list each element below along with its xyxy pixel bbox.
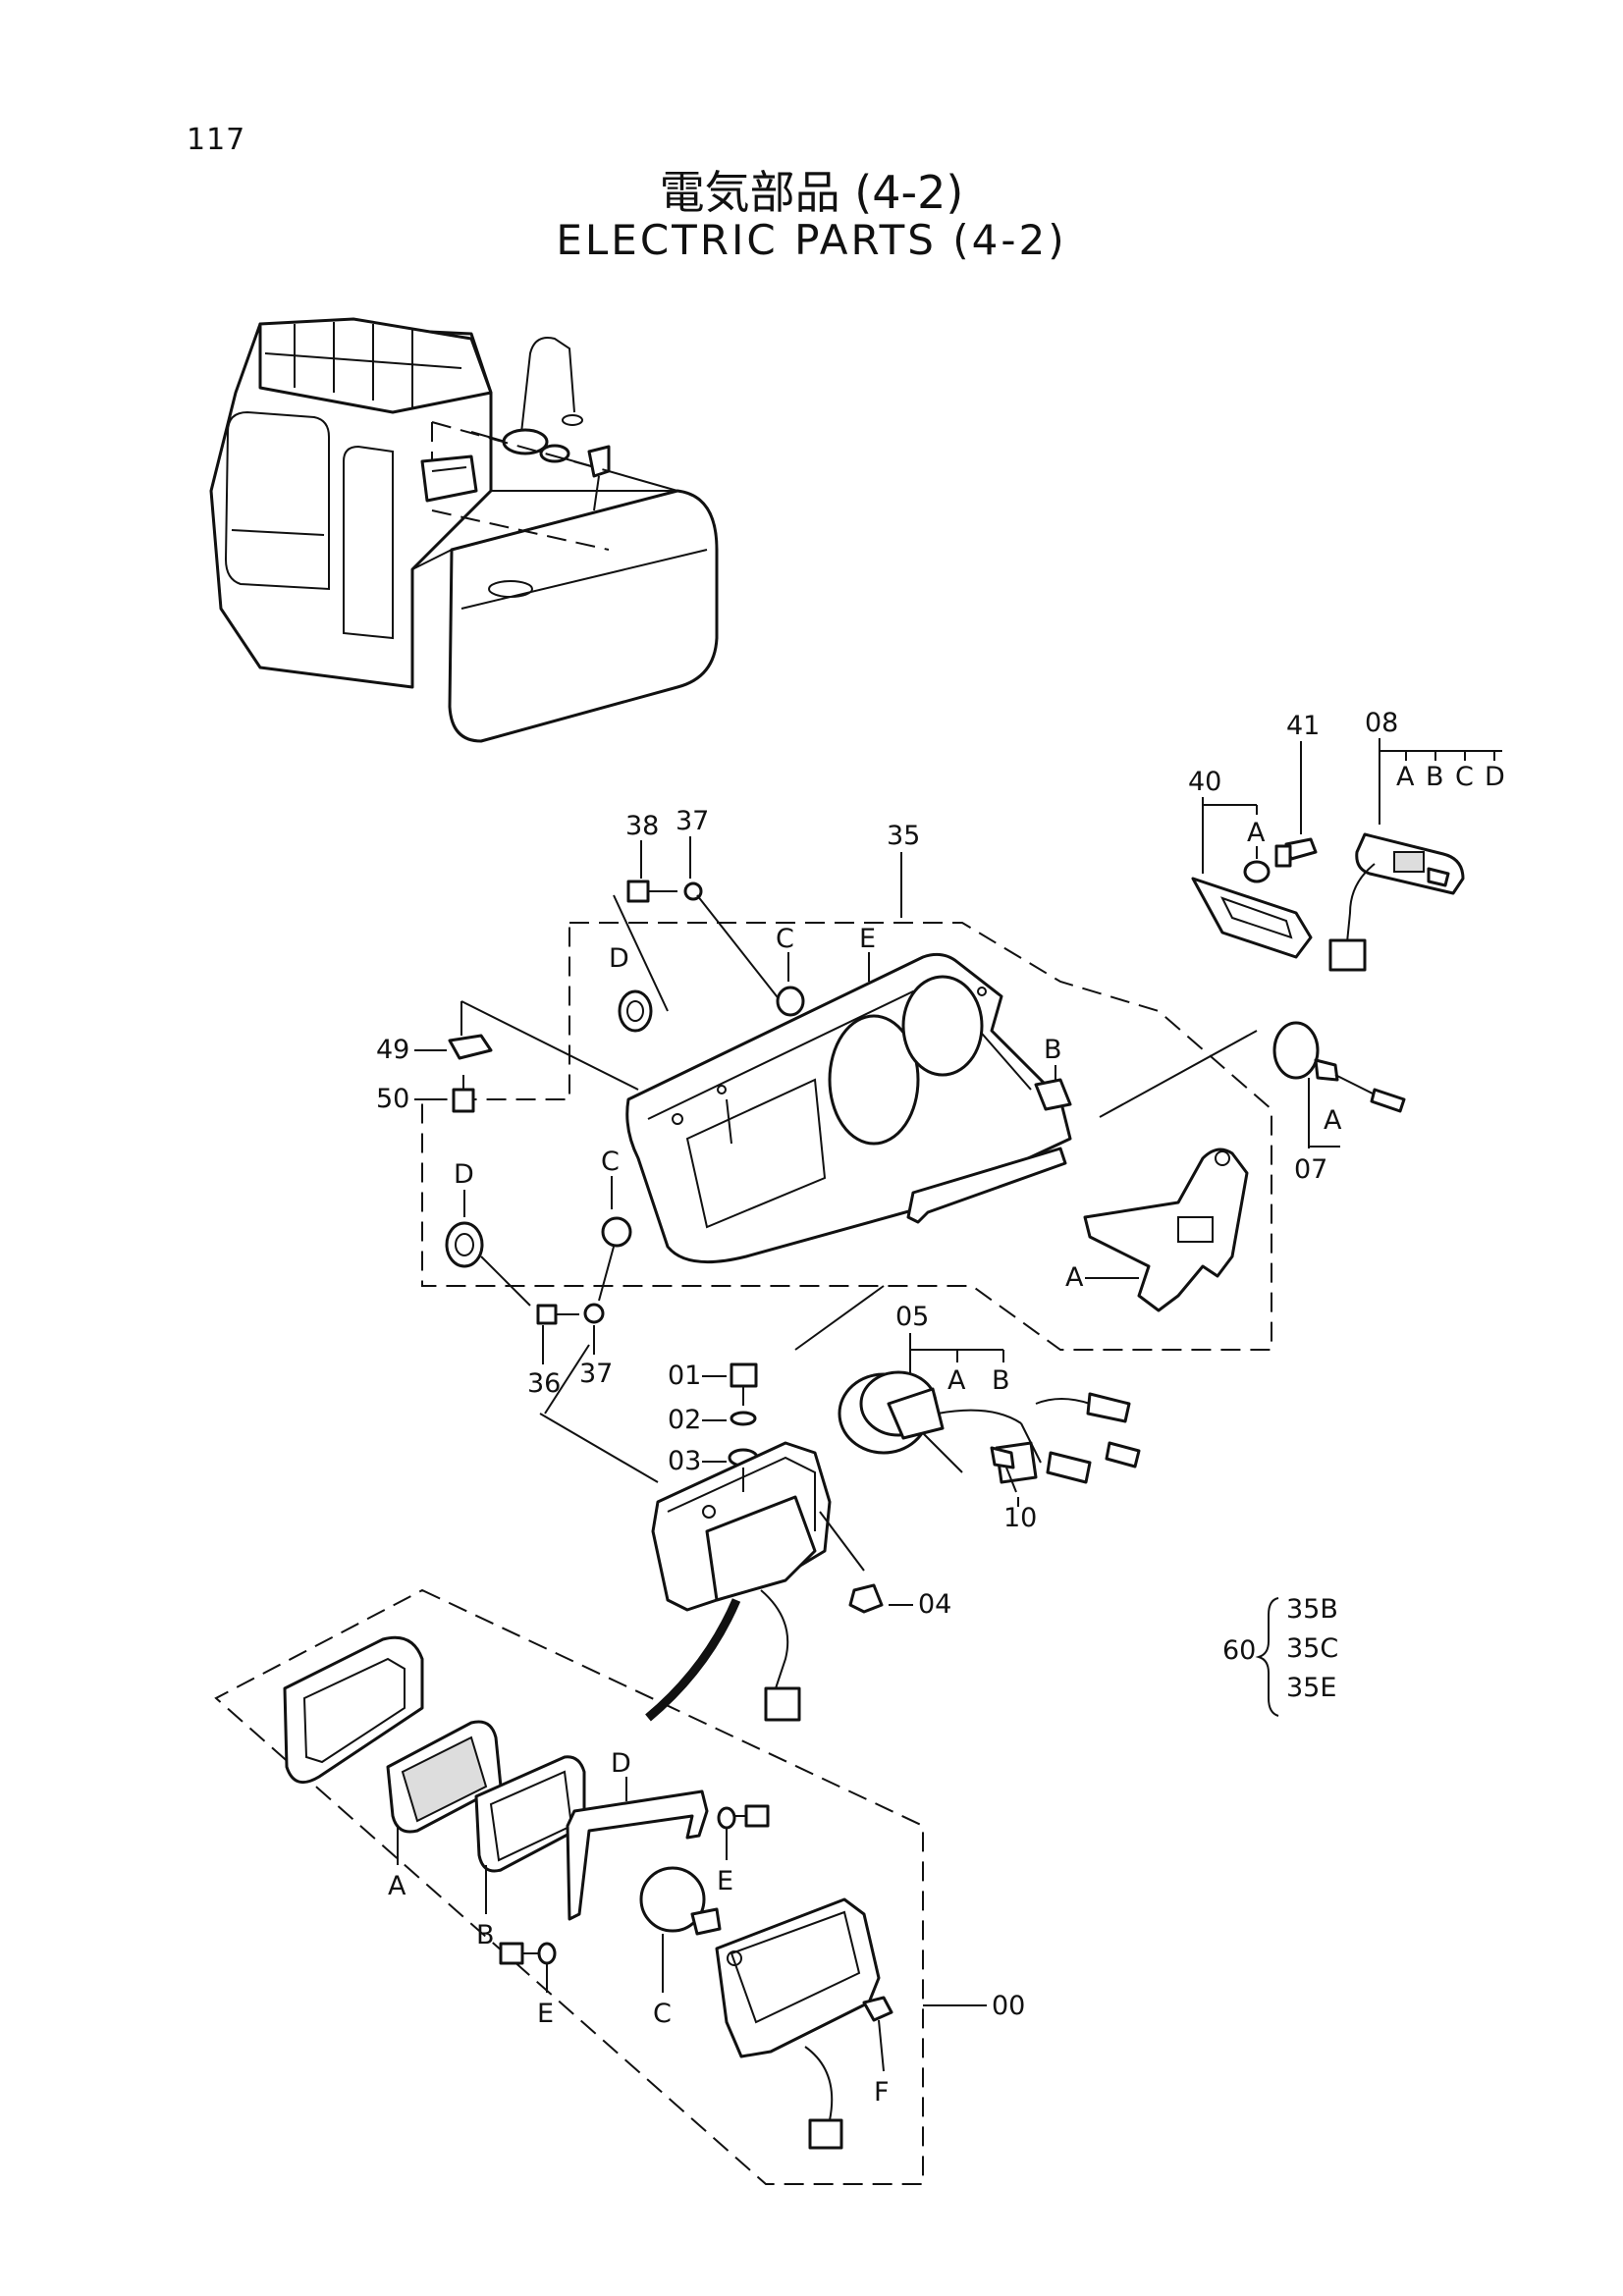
callout-37-top: 37 [676, 806, 709, 836]
callout-08-B: B [1426, 762, 1444, 792]
callout-00-F: F [874, 2077, 890, 2108]
callout-40-A: A [1247, 818, 1266, 848]
callout-05-A: A [947, 1365, 966, 1396]
callout-35-A: A [1065, 1262, 1084, 1293]
callout-35-C2: C [601, 1147, 620, 1177]
callout-08-D: D [1485, 762, 1505, 792]
callout-41: 41 [1286, 711, 1320, 741]
callout-37-bot: 37 [579, 1359, 613, 1389]
callout-40: 40 [1188, 767, 1221, 797]
callout-00-C: C [653, 1999, 672, 2029]
callout-05: 05 [895, 1302, 929, 1332]
kit-item-35C: 35C [1286, 1633, 1338, 1664]
callout-03: 03 [668, 1446, 701, 1476]
callout-35-B: B [1044, 1035, 1062, 1065]
work-light-assembly: 01 02 03 04 [539, 1344, 951, 1722]
callout-35-D2: D [454, 1159, 474, 1190]
lamp-kit-00: A B D E E C F [214, 1588, 1025, 2185]
callout-04: 04 [918, 1589, 951, 1620]
callout-00-E2: E [537, 1999, 554, 2029]
callout-00-D: D [611, 1748, 631, 1779]
lamp-assembly-08: 41 08 A B C D 40 A [1188, 708, 1505, 972]
title-japanese: 電気部品 (4-2) [659, 166, 964, 219]
callout-00-A: A [388, 1871, 406, 1901]
callout-36: 36 [527, 1368, 561, 1399]
kit-60: 60 35B 35C 35E [1222, 1594, 1338, 1717]
callout-02: 02 [668, 1405, 701, 1435]
callout-01: 01 [668, 1361, 701, 1391]
callout-49: 49 [376, 1035, 409, 1065]
callout-08-C: C [1455, 762, 1474, 792]
callout-05-B: B [992, 1365, 1010, 1396]
excavator-cab-illustration [209, 317, 719, 743]
callout-38: 38 [625, 811, 659, 841]
callout-00-E1: E [717, 1866, 733, 1896]
callout-35-E: E [859, 924, 876, 954]
callout-35-D: D [609, 943, 629, 974]
dashboard-panel-35: 38 37 35 C E D [376, 806, 1272, 1399]
page-number: 117 [187, 123, 246, 157]
callout-10: 10 [1003, 1503, 1037, 1533]
callout-35: 35 [887, 821, 920, 851]
buzzer-05: 05 A B 10 [794, 1285, 1141, 1533]
switch-07: A 07 [1099, 1021, 1406, 1185]
callout-07-A: A [1324, 1105, 1342, 1136]
kit-number: 60 [1222, 1635, 1256, 1666]
callout-50: 50 [376, 1084, 409, 1114]
kit-item-35E: 35E [1286, 1673, 1336, 1703]
title-english: ELECTRIC PARTS (4-2) [556, 216, 1067, 264]
kit-item-35B: 35B [1286, 1594, 1338, 1625]
callout-07: 07 [1294, 1154, 1327, 1185]
callout-08: 08 [1365, 708, 1398, 738]
callout-00-B: B [476, 1920, 495, 1950]
callout-00: 00 [992, 1991, 1025, 2021]
callout-35-C: C [776, 924, 794, 954]
callout-08-A: A [1396, 762, 1415, 792]
